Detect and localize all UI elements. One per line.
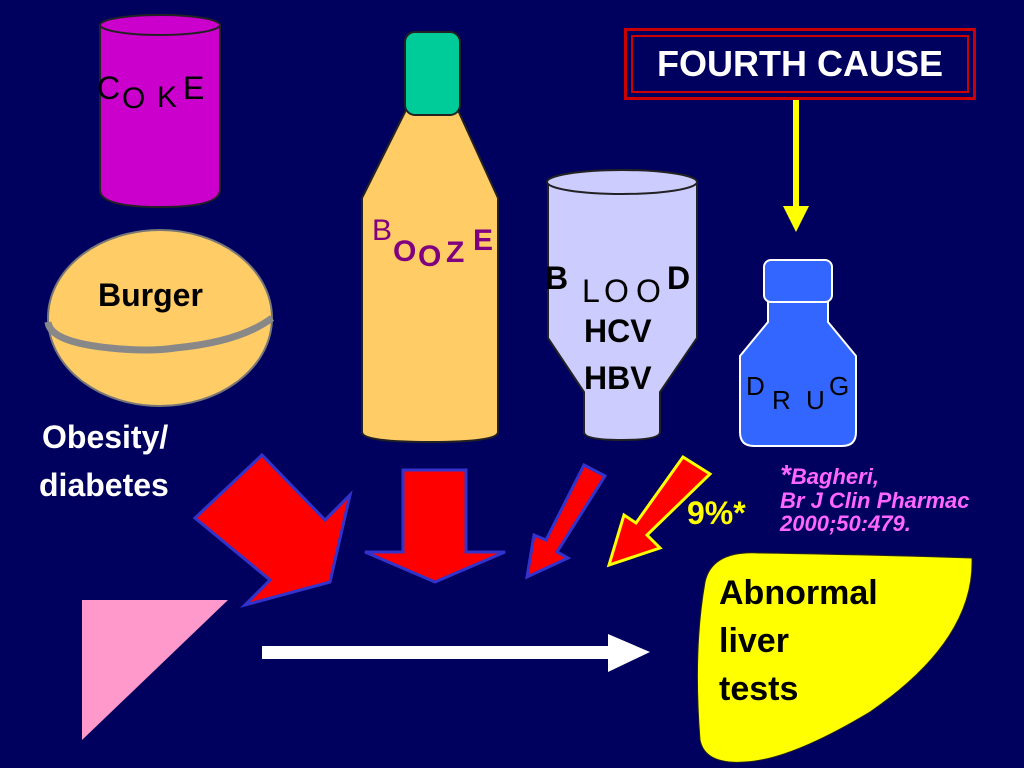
hcv-label: HCV bbox=[584, 313, 652, 349]
drug-cap bbox=[763, 259, 833, 303]
burger bbox=[44, 229, 275, 407]
burger-label: Burger bbox=[98, 277, 203, 313]
citation-author: Bagheri, bbox=[790, 464, 879, 489]
coke-letter-o: O bbox=[122, 82, 146, 115]
diabetes-label: diabetes bbox=[39, 467, 169, 503]
booze-letter-o2: O bbox=[418, 240, 442, 273]
booze-letter-z: Z bbox=[446, 236, 465, 269]
fourth-cause-arrow bbox=[783, 100, 809, 232]
red-arrow-blood bbox=[525, 462, 608, 580]
citation-volume: 2000;50:479. bbox=[780, 511, 911, 537]
yellow-arrow-drug bbox=[606, 454, 713, 568]
booze-letter-e: E bbox=[473, 224, 494, 257]
blood-letter-b: B bbox=[545, 260, 569, 296]
citation-asterisk: * bbox=[780, 459, 791, 490]
blood-letter-o2: O bbox=[636, 273, 661, 309]
citation-journal: Br J Clin Pharmac bbox=[780, 488, 970, 514]
coke-letter-c: C bbox=[97, 70, 121, 106]
hbv-label: HBV bbox=[584, 360, 652, 396]
drug-letter-r: R bbox=[772, 385, 791, 415]
blood-letter-o1: O bbox=[604, 273, 629, 309]
percent-label: 9%* bbox=[687, 495, 746, 531]
booze-cap bbox=[404, 31, 461, 116]
outcome-line1: Abnormal bbox=[719, 574, 878, 612]
booze-letter-o1: O bbox=[393, 235, 417, 268]
blood-bag bbox=[546, 169, 698, 442]
drug-letter-g: G bbox=[829, 371, 850, 401]
drug-letter-u: U bbox=[806, 385, 825, 415]
fourth-cause-box: FOURTH CAUSE bbox=[624, 28, 976, 100]
liver-shape bbox=[696, 552, 973, 763]
red-arrow-booze bbox=[364, 468, 506, 584]
outcome-line2: liver bbox=[719, 622, 789, 660]
booze-bottle bbox=[361, 31, 499, 444]
outcome-line3: tests bbox=[719, 670, 799, 708]
drug-bottle bbox=[739, 259, 857, 447]
fourth-cause-label: FOURTH CAUSE bbox=[657, 43, 943, 84]
white-arrow bbox=[262, 634, 650, 672]
citation: *Bagheri, Br J Clin Pharmac 2000;50:479. bbox=[780, 460, 970, 536]
obesity-label: Obesity/ bbox=[42, 419, 169, 455]
booze-letter-b: B bbox=[372, 214, 393, 247]
pink-triangle bbox=[82, 600, 228, 740]
coke-letter-k: K bbox=[157, 81, 178, 114]
drug-letter-d: D bbox=[746, 371, 765, 401]
coke-letter-e: E bbox=[183, 70, 205, 106]
blood-letter-d: D bbox=[667, 260, 691, 296]
coke-can bbox=[99, 14, 221, 209]
red-arrow-burger bbox=[192, 452, 353, 608]
blood-letter-l: L bbox=[582, 273, 600, 309]
